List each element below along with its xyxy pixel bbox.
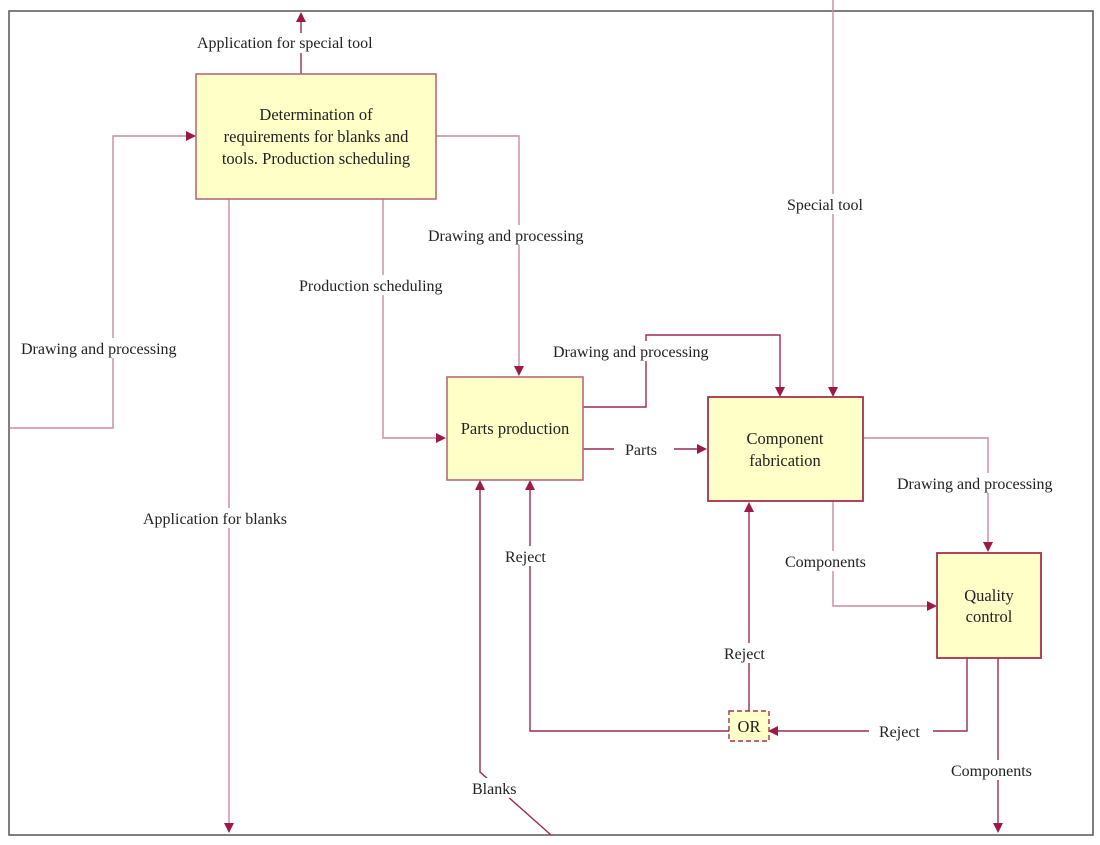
connector-drawing-right (863, 437, 989, 542)
label-parts: Parts (625, 442, 657, 459)
connector-reject-parts (529, 490, 729, 732)
box-parts-production[interactable]: Parts production (446, 376, 584, 481)
box-component-fabrication-line-2: fabrication (749, 451, 820, 470)
connector-drawing-top (436, 135, 520, 366)
label-reject-parts: Reject (505, 549, 546, 566)
connector-components-to-qc (832, 501, 927, 607)
arrow-right-icon (186, 131, 196, 141)
label-drawing-processing-left: Drawing and processing (21, 341, 177, 358)
box-component-fabrication-line-1: Component (747, 429, 824, 448)
box-component-fabrication[interactable]: Component fabrication (707, 396, 864, 502)
label-blanks: Blanks (472, 781, 516, 798)
or-junction[interactable]: OR (728, 710, 770, 742)
label-reject-qc: Reject (879, 724, 920, 741)
connector-blanks (479, 490, 552, 836)
arrow-up-icon (525, 480, 535, 490)
label-production-scheduling: Production scheduling (299, 278, 443, 295)
connector-drawing-middle (583, 334, 781, 408)
arrow-left-icon (768, 726, 778, 736)
arrow-down-icon (983, 542, 993, 552)
label-special-tool: Special tool (787, 197, 864, 214)
box-determination[interactable]: Determination of requirements for blanks… (195, 73, 437, 200)
arrow-down-icon (775, 387, 785, 397)
arrow-right-icon (436, 433, 446, 443)
box-parts-production-label: Parts production (461, 419, 570, 438)
label-components-to-qc: Components (785, 554, 866, 571)
arrow-right-icon (927, 601, 937, 611)
box-determination-line-2: requirements for blanks and (224, 127, 409, 146)
arrow-down-icon (224, 823, 234, 833)
arrow-down-icon (993, 823, 1003, 833)
label-drawing-processing-top: Drawing and processing (428, 228, 584, 245)
connector-drawing-left (10, 135, 186, 429)
label-drawing-processing-right: Drawing and processing (897, 476, 1053, 493)
box-quality-control-line-2: control (966, 607, 1013, 626)
or-junction-label: OR (738, 717, 761, 736)
arrow-up-icon (744, 502, 754, 512)
label-components-out: Components (951, 763, 1032, 780)
label-application-special-tool: Application for special tool (197, 35, 373, 52)
arrow-down-icon (828, 387, 838, 397)
label-drawing-processing-middle: Drawing and processing (553, 344, 709, 361)
arrow-up-icon (296, 12, 306, 22)
box-quality-control-line-1: Quality (964, 586, 1014, 605)
box-determination-line-1: Determination of (259, 105, 373, 124)
box-quality-control[interactable]: Quality control (936, 552, 1042, 659)
box-determination-line-3: tools. Production scheduling (222, 149, 410, 168)
arrow-down-icon (514, 366, 524, 376)
arrow-up-icon (475, 480, 485, 490)
arrow-right-icon (697, 444, 707, 454)
label-reject-component: Reject (724, 646, 765, 663)
label-application-for-blanks: Application for blanks (143, 511, 287, 528)
connector-reject-qc (778, 658, 968, 732)
